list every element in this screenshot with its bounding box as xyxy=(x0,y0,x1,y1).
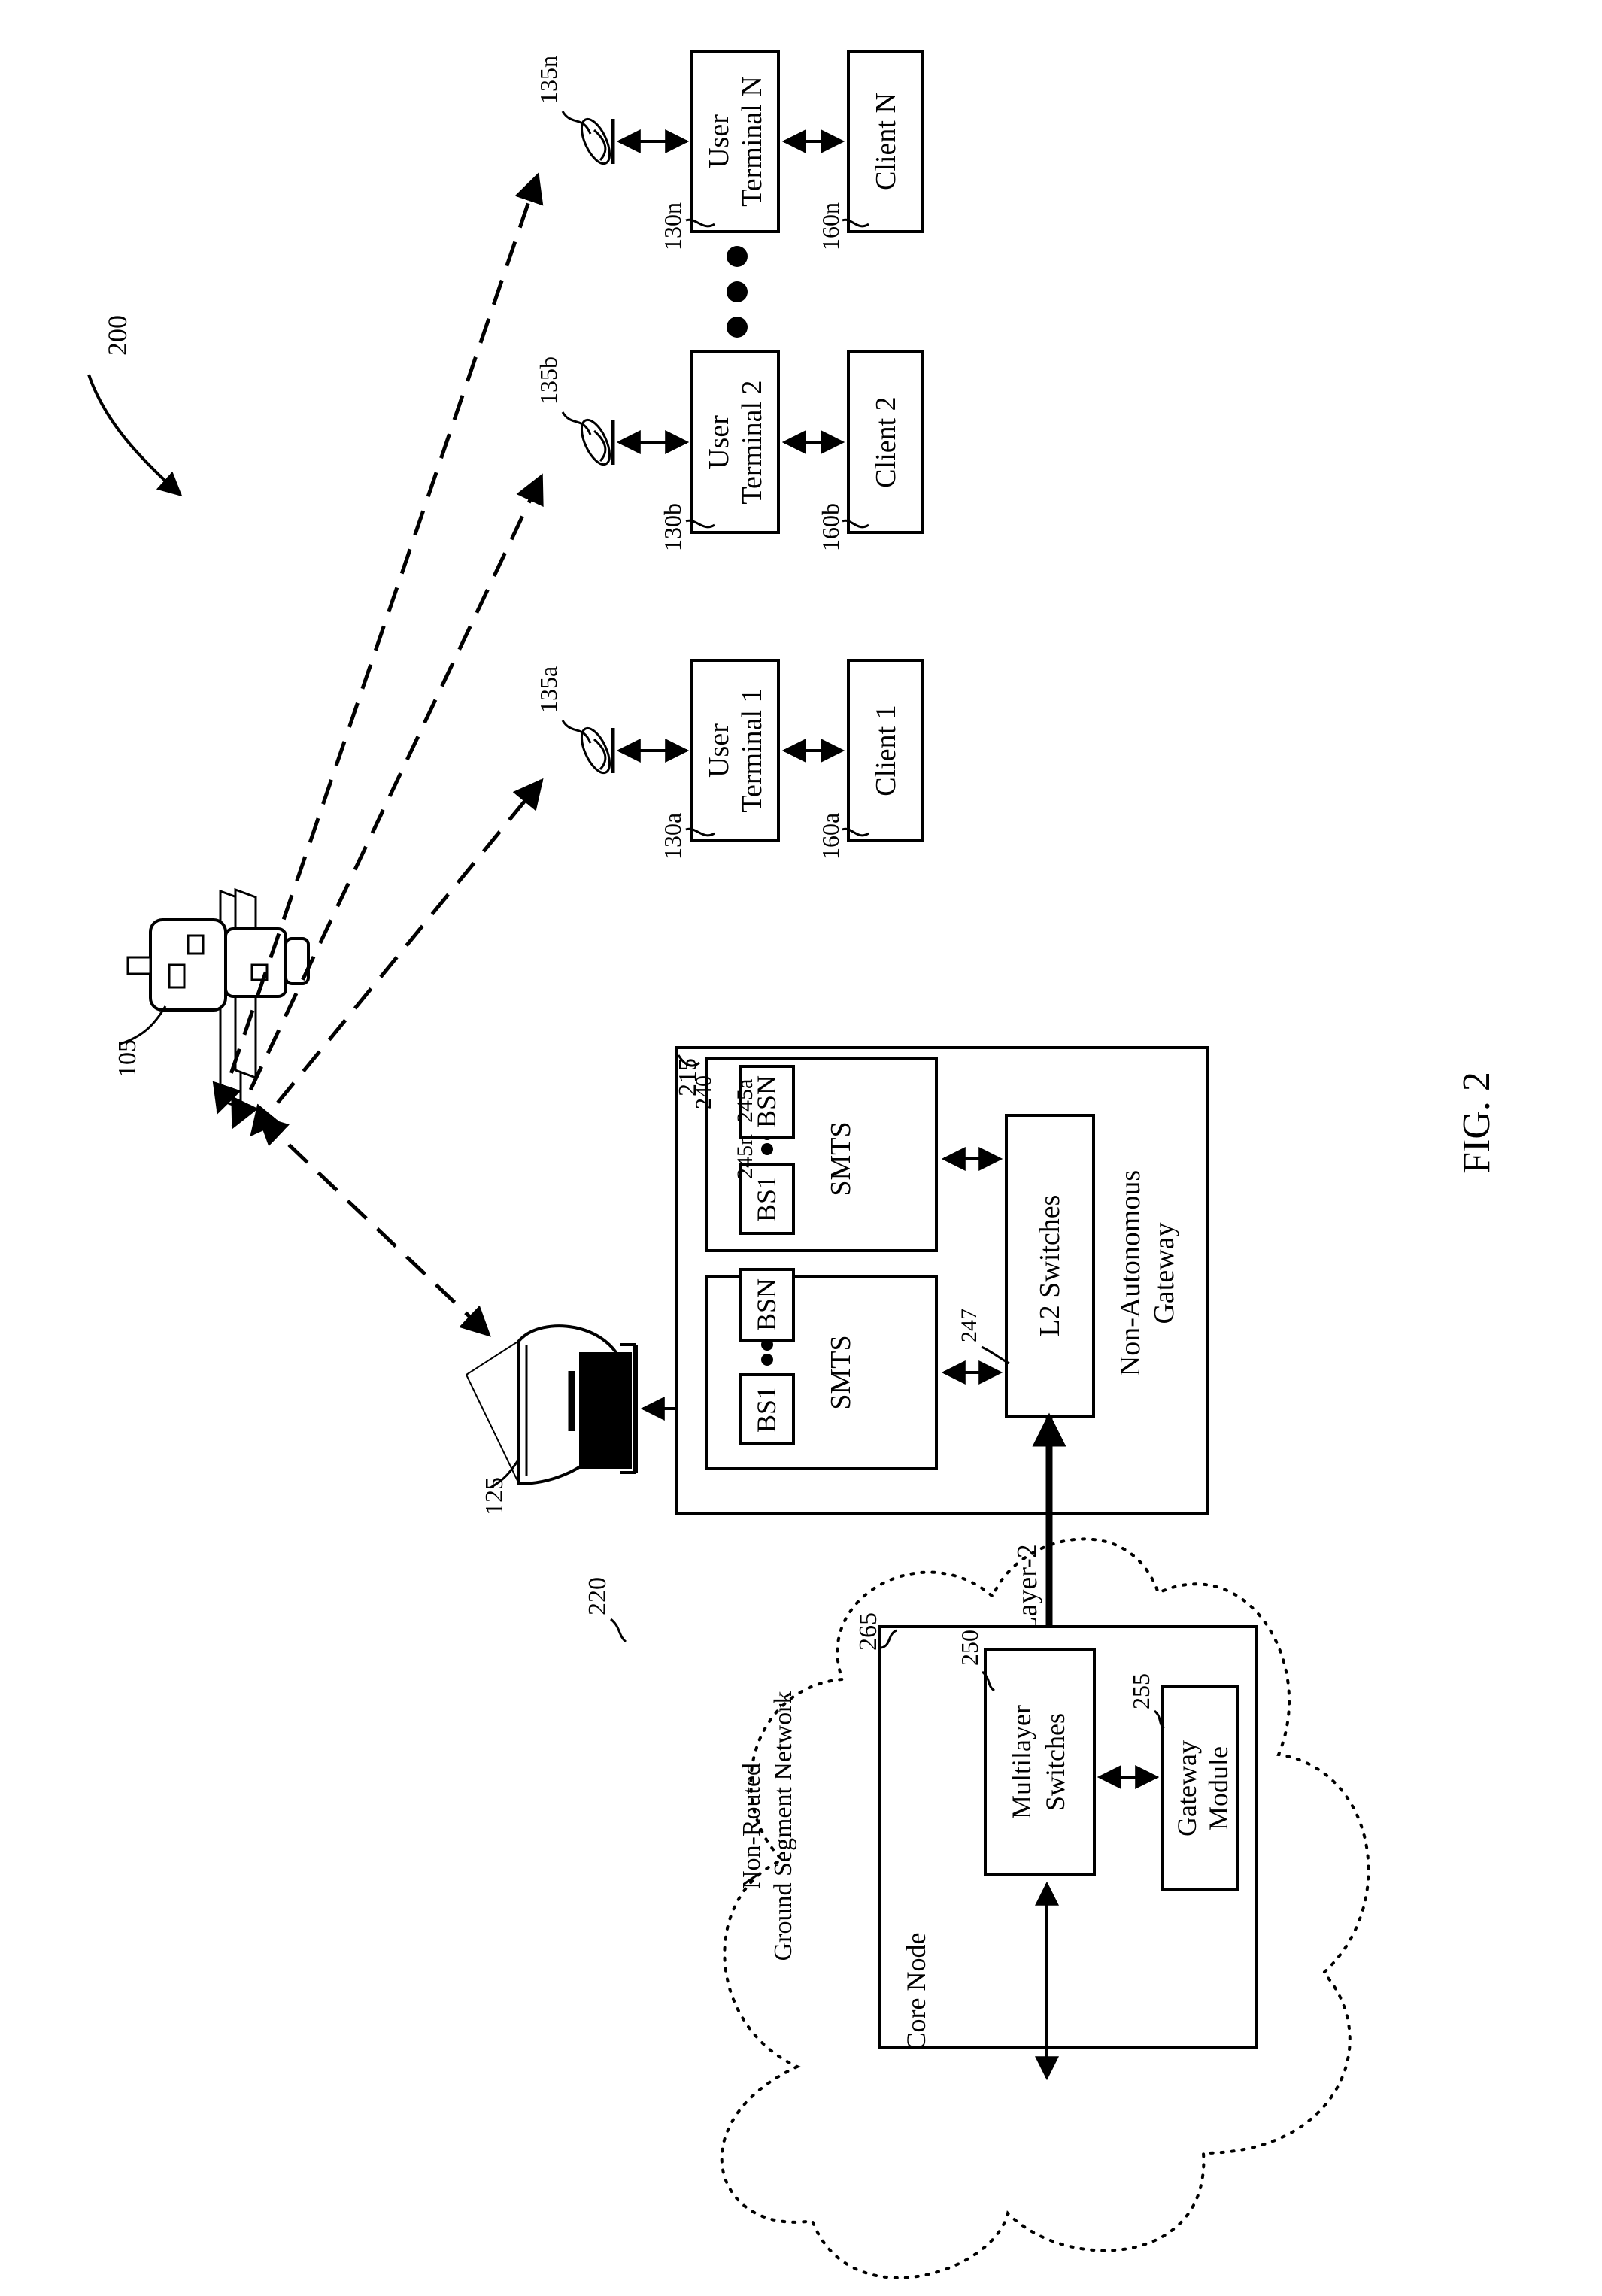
multilayer-ref-leader xyxy=(981,1670,995,1692)
core-node-ref-leader xyxy=(881,1629,897,1649)
figure-ref-number: 200 xyxy=(102,315,132,356)
antenna-ref: 135a xyxy=(535,666,562,713)
satellite-ref-leader xyxy=(120,1005,167,1045)
gateway-ref-leader xyxy=(677,1054,700,1067)
client-ref-leader xyxy=(842,827,869,837)
gateway-module-label-line2: Module xyxy=(1203,1746,1233,1830)
ground-network-cloud xyxy=(720,1537,1370,2279)
client-box xyxy=(847,659,924,842)
multilayer-switches-box xyxy=(984,1648,1096,1876)
terminal-ref-leader xyxy=(685,827,715,837)
ground-network-ref: 220 xyxy=(584,1577,611,1615)
multilayer-label-line1: Multilayer xyxy=(1006,1705,1036,1819)
core-node-label: Core Node xyxy=(901,1933,931,2051)
gateway-label-line1: Non-Autonomous xyxy=(1115,1170,1146,1376)
user-site-1: 135a User Terminal 1 130a Client 1 160a xyxy=(535,659,924,860)
client-label: Client 2 xyxy=(870,396,902,487)
user-terminal-label-line2: Terminal 1 xyxy=(736,688,768,812)
smts-label-a: SMTS xyxy=(825,1335,857,1409)
multilayer-label-line2: Switches xyxy=(1040,1713,1070,1811)
gateway-module-ref-leader xyxy=(1153,1709,1165,1730)
layer2-label: Layer-2 xyxy=(1012,1544,1043,1634)
l2-switches-ref-leader xyxy=(981,1345,1010,1365)
user-site-2: 135b User Terminal 2 130b Client 2 160b xyxy=(535,350,924,551)
ground-network-ref-leader xyxy=(610,1618,627,1643)
antenna-ref: 135b xyxy=(535,356,562,405)
figure-caption: FIG. 2 xyxy=(1455,1072,1498,1174)
client-label: Client 1 xyxy=(870,705,902,796)
satellite-icon xyxy=(126,887,310,1110)
client-box xyxy=(847,50,924,233)
user-terminal-box xyxy=(690,50,780,233)
user-terminal-label-line1: User xyxy=(703,723,735,778)
bs-last-ref: 245n xyxy=(733,1134,757,1179)
bs-last-box-a xyxy=(739,1268,795,1342)
l2-switches-ref: 247 xyxy=(957,1309,982,1342)
bs-first-label-a: BS1 xyxy=(751,1386,781,1433)
bs-first-box-a xyxy=(739,1373,795,1445)
link-satellite-utn xyxy=(212,172,544,1115)
bs-last-box-b xyxy=(739,1065,795,1139)
gateway-antenna-ref: 125 xyxy=(481,1477,508,1515)
user-terminal-label-line1: User xyxy=(703,114,735,168)
client-ref: 160b xyxy=(817,503,844,551)
terminal-ref-leader xyxy=(685,519,715,529)
l2-switches-label: L2 Switches xyxy=(1034,1195,1066,1337)
smts-label-b: SMTS xyxy=(825,1121,857,1196)
smts-ref: 240 xyxy=(691,1075,716,1109)
user-terminal-label-line2: Terminal 2 xyxy=(736,380,768,504)
bs-last-label-a: BSN xyxy=(751,1278,781,1331)
antenna-ref-leader xyxy=(561,411,592,435)
antenna-ref: 135n xyxy=(535,56,562,104)
client-ref: 160n xyxy=(817,202,844,250)
user-site-n: 135n User Terminal N 130n Client N 160n xyxy=(535,50,924,250)
user-terminal-box xyxy=(690,350,780,534)
terminal-ref: 130a xyxy=(659,813,686,860)
link-satellite-ut2 xyxy=(231,473,544,1130)
user-terminal-label-line2: Terminal N xyxy=(736,76,768,207)
antenna-ref-leader xyxy=(561,720,592,744)
link-satellite-gateway xyxy=(257,1115,491,1337)
gateway-module-label-line1: Gateway xyxy=(1172,1740,1202,1836)
client-label: Client N xyxy=(870,93,902,190)
user-terminal-label-line1: User xyxy=(703,415,735,469)
bs-first-label-b: BS1 xyxy=(751,1175,781,1222)
terminal-ref: 130b xyxy=(659,503,686,551)
figure-ref-arrow xyxy=(87,374,183,497)
gateway-antenna-ref-leader xyxy=(490,1460,519,1489)
gateway-module-ref: 255 xyxy=(1127,1673,1154,1709)
ground-network-label-line1: Non-Routed xyxy=(738,1763,766,1889)
terminal-ref-leader xyxy=(685,218,715,228)
bs-first-ref: 245a xyxy=(733,1079,757,1123)
ellipsis-dots xyxy=(727,246,748,338)
bs-last-label-b: BSN xyxy=(751,1075,781,1128)
gateway-antenna-icon xyxy=(466,1324,638,1486)
satellite-ref: 105 xyxy=(114,1039,141,1078)
gateway-module-box xyxy=(1161,1685,1239,1891)
core-node-ref: 265 xyxy=(854,1612,882,1651)
client-box xyxy=(847,350,924,534)
client-ref-leader xyxy=(842,519,869,529)
client-ref: 160a xyxy=(817,813,844,860)
user-terminal-box xyxy=(690,659,780,842)
terminal-ref: 130n xyxy=(659,202,686,250)
antenna-ref-leader xyxy=(561,111,592,135)
bs-first-box-b xyxy=(739,1163,795,1235)
multilayer-ref: 250 xyxy=(956,1630,983,1666)
gateway-label-line2: Gateway xyxy=(1148,1222,1180,1324)
client-ref-leader xyxy=(842,218,869,228)
ground-network-label-line2: Ground Segment Network xyxy=(769,1691,797,1961)
